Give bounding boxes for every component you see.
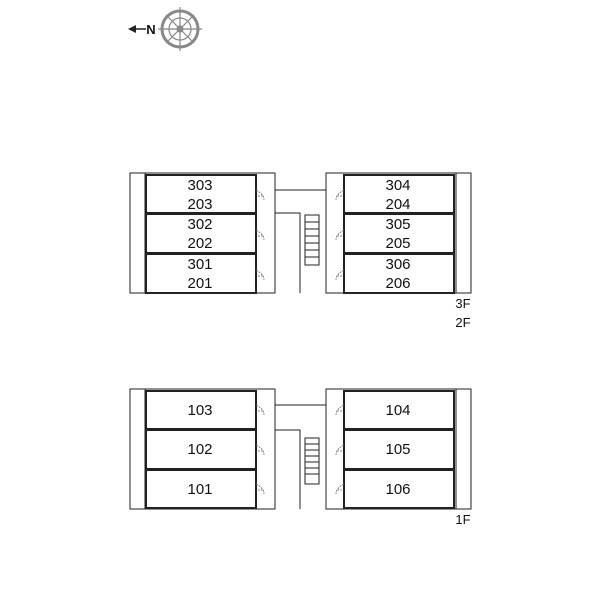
floor-label-1f: 1F xyxy=(455,512,470,527)
floor-label-2f: 2F xyxy=(455,315,470,330)
unit-number-top: 302 xyxy=(187,216,212,233)
door-icon xyxy=(255,483,265,495)
door-icon xyxy=(335,444,345,456)
unit-number-top: 301 xyxy=(187,256,212,273)
lower-block xyxy=(129,388,472,510)
unit-number: 105 xyxy=(385,441,410,458)
unit-number-bottom: 205 xyxy=(385,235,410,252)
unit-number-bottom: 204 xyxy=(385,196,410,213)
door-icon xyxy=(335,229,345,241)
door-icon xyxy=(255,404,265,416)
unit-number-bottom: 201 xyxy=(187,275,212,292)
unit-upper-left-1: 303 203 xyxy=(145,174,265,214)
compass: N xyxy=(128,7,202,51)
unit-upper-left-3: 301 201 xyxy=(145,253,265,294)
unit-lower-right-2: 105 xyxy=(335,429,455,470)
unit-number-bottom: 203 xyxy=(187,196,212,213)
door-icon xyxy=(255,444,265,456)
unit-number-top: 304 xyxy=(385,177,410,194)
door-icon xyxy=(255,229,265,241)
staircase xyxy=(304,214,320,266)
unit-lower-left-2: 102 xyxy=(145,429,265,470)
door-icon xyxy=(255,189,265,201)
unit-number-top: 306 xyxy=(385,256,410,273)
unit-upper-right-2: 305 205 xyxy=(335,213,455,254)
unit-lower-right-3: 106 xyxy=(335,469,455,509)
unit-number: 102 xyxy=(187,441,212,458)
staircase xyxy=(304,437,320,485)
unit-number-bottom: 206 xyxy=(385,275,410,292)
floor-label-3f: 3F xyxy=(455,296,470,311)
unit-lower-right-1: 104 xyxy=(335,390,455,430)
corridor xyxy=(275,189,327,293)
door-icon xyxy=(255,269,265,281)
unit-number: 104 xyxy=(385,402,410,419)
unit-upper-right-1: 304 204 xyxy=(335,174,455,214)
unit-number: 101 xyxy=(187,481,212,498)
unit-number: 106 xyxy=(385,481,410,498)
upper-block xyxy=(129,172,472,294)
door-icon xyxy=(335,404,345,416)
unit-lower-left-3: 101 xyxy=(145,469,265,509)
north-arrow-icon xyxy=(128,25,146,33)
door-icon xyxy=(335,483,345,495)
unit-upper-left-2: 302 202 xyxy=(145,213,265,254)
unit-number-top: 305 xyxy=(385,216,410,233)
compass-rose-icon xyxy=(158,7,202,51)
door-icon xyxy=(335,269,345,281)
unit-lower-left-1: 103 xyxy=(145,390,265,430)
unit-number-top: 303 xyxy=(187,177,212,194)
door-icon xyxy=(335,189,345,201)
corridor xyxy=(275,404,327,509)
unit-upper-right-3: 306 206 xyxy=(335,253,455,294)
unit-number: 103 xyxy=(187,402,212,419)
north-label: N xyxy=(146,22,155,37)
unit-number-bottom: 202 xyxy=(187,235,212,252)
